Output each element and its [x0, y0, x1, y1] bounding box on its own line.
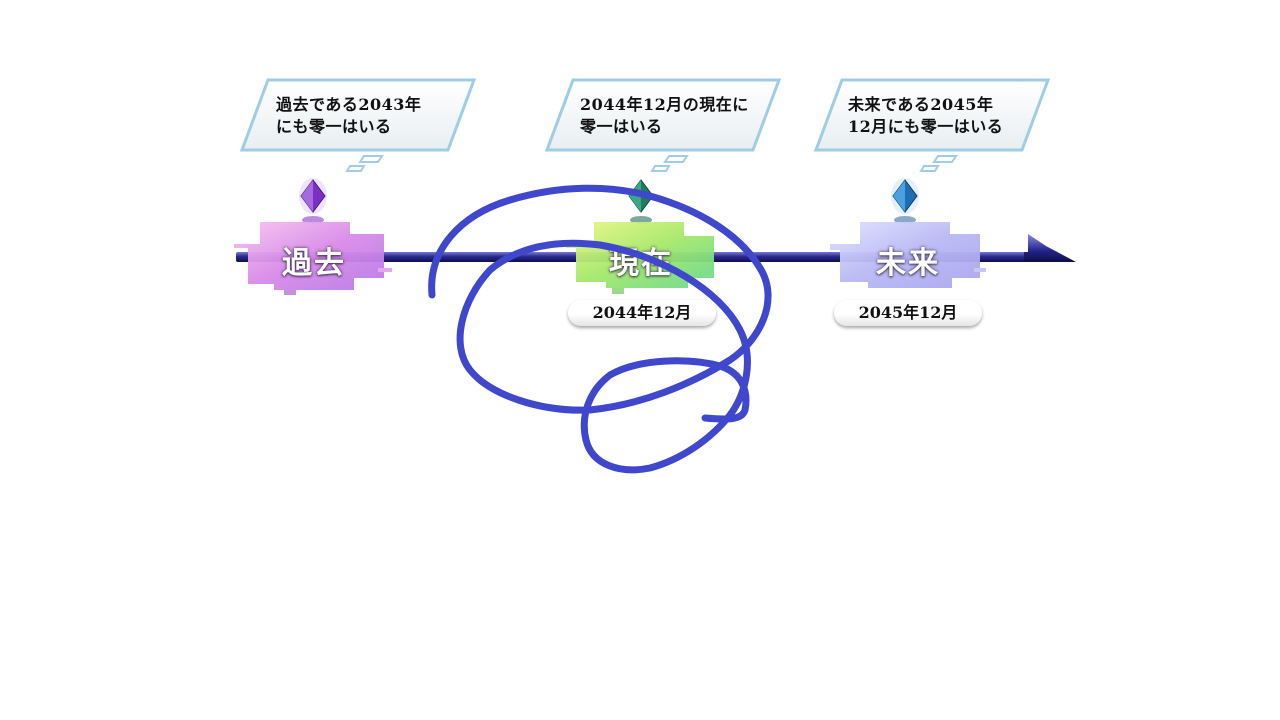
- date-pill-future: 2045年12月: [834, 300, 982, 326]
- gem-icon-future: [891, 178, 919, 224]
- gem-icon-past: [299, 178, 327, 224]
- thought-bubble-past: [239, 78, 476, 172]
- era-block-past: [234, 222, 392, 295]
- bubble-text-past: 過去である2043年 にも零一はいる: [276, 95, 422, 136]
- date-pill-present: 2044年12月: [568, 300, 716, 326]
- era-label-present: 現在: [609, 246, 673, 281]
- era-block-future: [830, 222, 986, 288]
- era-label-future: 未来: [876, 246, 940, 281]
- bubble-text-present: 2044年12月の現在に 零一はいる: [580, 95, 749, 136]
- bubble-text-future: 未来である2045年 12月にも零一はいる: [848, 95, 1004, 136]
- timeline-arrowhead: [1024, 234, 1076, 262]
- thought-bubble-present: [544, 78, 781, 172]
- era-label-past: 過去: [282, 246, 346, 281]
- thought-bubble-future: [813, 78, 1050, 172]
